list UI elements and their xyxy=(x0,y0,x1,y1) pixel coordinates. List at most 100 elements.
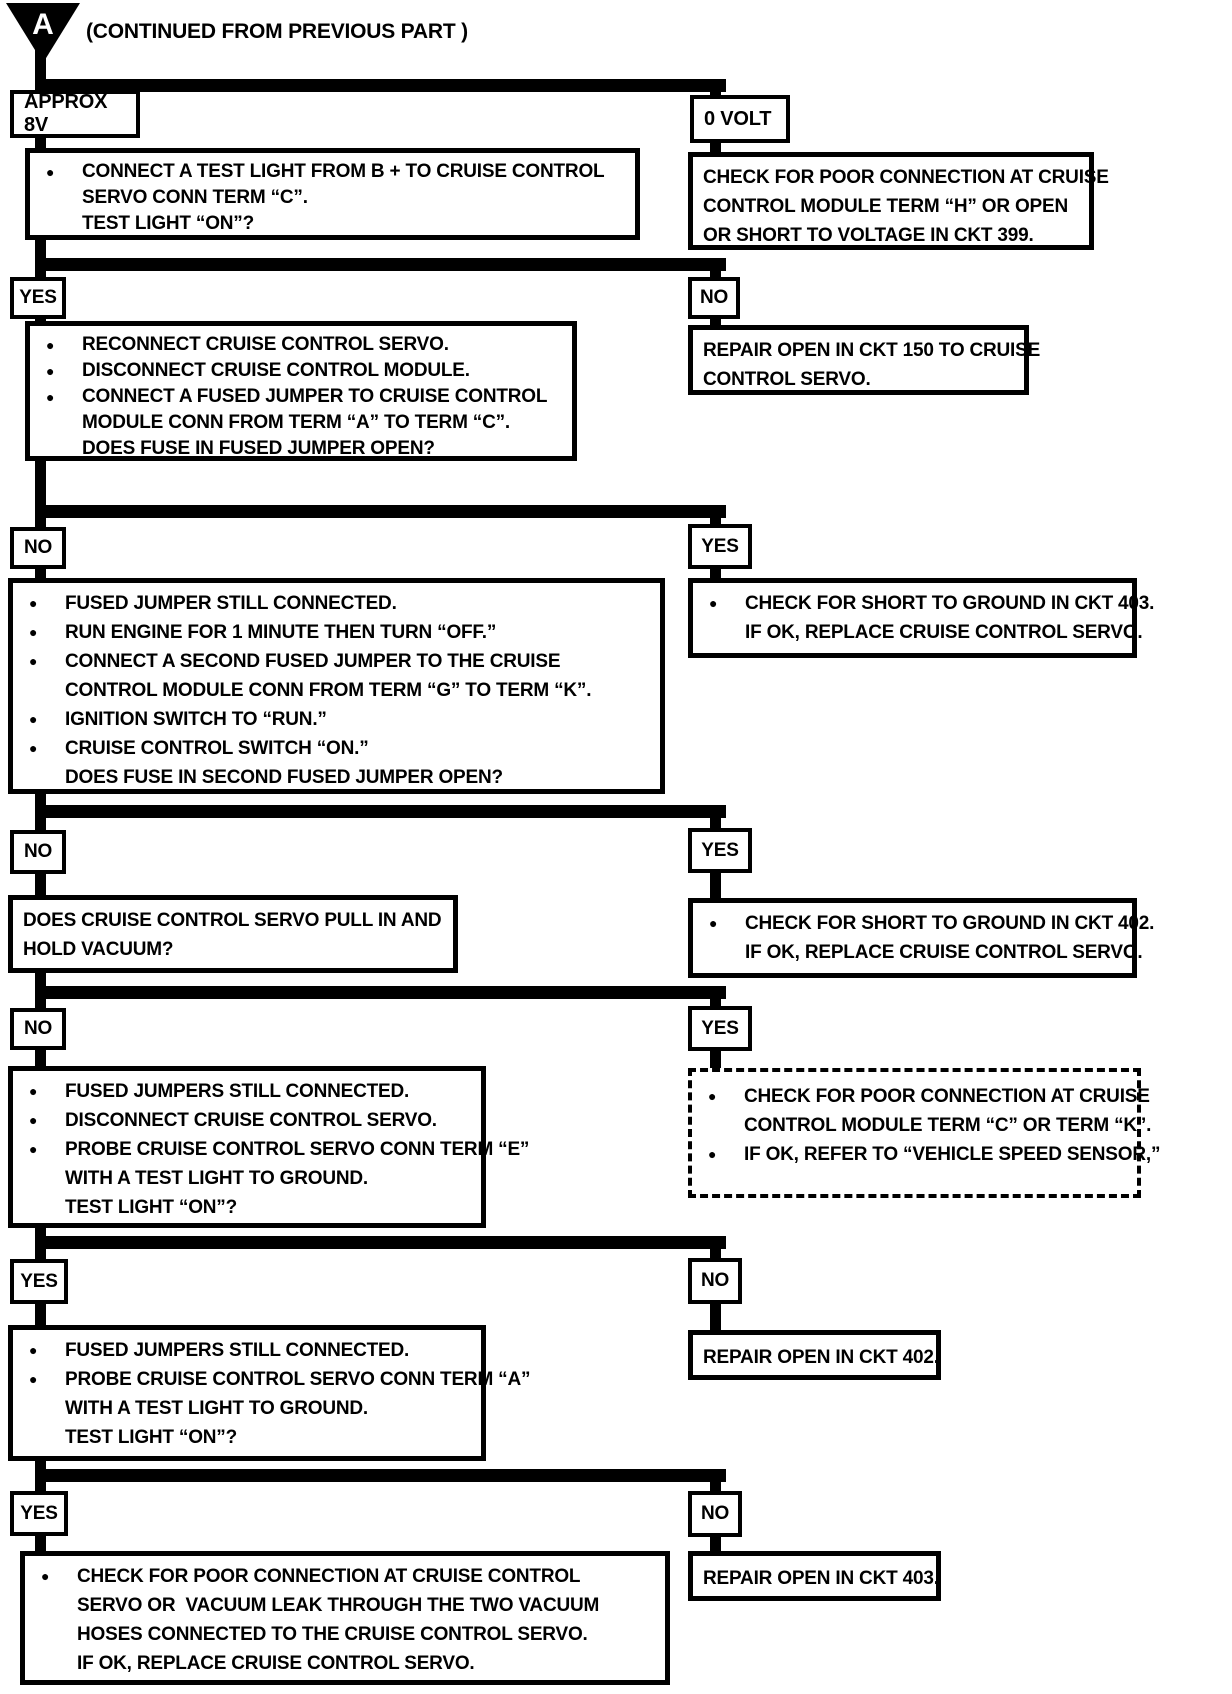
flow-line: HOSES CONNECTED TO THE CRUISE CONTROL SE… xyxy=(77,1624,588,1645)
continuation-marker-letter: A xyxy=(32,8,54,41)
connector-line xyxy=(35,48,46,80)
decision-box-yes: YES xyxy=(10,1491,68,1536)
flow-line: IGNITION SWITCH TO “RUN.” xyxy=(13,705,660,734)
flow-box-connect-test-light: CONNECT A TEST LIGHT FROM B + TO CRUISE … xyxy=(25,148,640,240)
decision-label: NO xyxy=(700,1270,730,1291)
decision-box-yes: YES xyxy=(10,1259,68,1304)
flow-line: FUSED JUMPER STILL CONNECTED. xyxy=(13,589,660,618)
flow-box-short-ckt403: CHECK FOR SHORT TO GROUND IN CKT 403. IF… xyxy=(688,578,1154,658)
connector-line xyxy=(35,1226,46,1238)
flow-line: REPAIR OPEN IN CKT 403. xyxy=(703,1568,939,1589)
decision-label: YES xyxy=(20,1270,58,1292)
flow-box-servo-vacuum-question: DOES CRUISE CONTROL SERVO PULL IN AND HO… xyxy=(8,895,458,973)
flow-box-repair-ckt403: REPAIR OPEN IN CKT 403. xyxy=(688,1551,941,1601)
flow-line: HOLD VACUUM? xyxy=(23,939,174,960)
connector-line xyxy=(35,792,46,807)
connector-bar xyxy=(35,505,726,518)
decision-label: NO xyxy=(699,287,729,308)
flow-box-poor-conn-vacuum: CHECK FOR POOR CONNECTION AT CRUISE CONT… xyxy=(20,1551,670,1685)
connector-bar xyxy=(35,1236,726,1249)
flow-line: SERVO OR VACUUM LEAK THROUGH THE TWO VAC… xyxy=(77,1595,600,1616)
flow-line: DOES FUSE IN SECOND FUSED JUMPER OPEN? xyxy=(65,767,503,788)
flow-line: CHECK FOR POOR CONNECTION AT CRUISE xyxy=(703,167,1109,188)
flow-line: CHECK FOR POOR CONNECTION AT CRUISE xyxy=(692,1082,1150,1111)
decision-box-yes: YES xyxy=(688,828,752,873)
connector-bar xyxy=(35,805,726,818)
flow-line: CONTROL SERVO. xyxy=(703,369,871,390)
flow-box-probe-term-a: FUSED JUMPERS STILL CONNECTED. PROBE CRU… xyxy=(8,1325,530,1461)
connector-bar xyxy=(35,986,726,999)
flow-box-short-ckt402: CHECK FOR SHORT TO GROUND IN CKT 402. IF… xyxy=(688,898,1154,978)
flow-box-repair-ckt402: REPAIR OPEN IN CKT 402. xyxy=(688,1330,941,1380)
decision-label: NO xyxy=(700,1503,730,1524)
decision-box-no: NO xyxy=(10,527,66,569)
result-box-0-volt: 0 VOLT xyxy=(690,95,790,143)
flow-line: PROBE CRUISE CONTROL SERVO CONN TERM “A” xyxy=(13,1365,530,1394)
flow-box-check-conn-module-h: CHECK FOR POOR CONNECTION AT CRUISE CONT… xyxy=(688,152,1109,250)
decision-label: YES xyxy=(701,839,739,861)
decision-label: YES xyxy=(20,1502,58,1524)
flow-line: DOES CRUISE CONTROL SERVO PULL IN AND xyxy=(23,910,442,931)
flow-line: TEST LIGHT “ON”? xyxy=(65,1427,238,1448)
flow-line: CRUISE CONTROL SWITCH “ON.” xyxy=(13,734,660,763)
flow-line: DISCONNECT CRUISE CONTROL MODULE. xyxy=(30,358,572,384)
decision-label: YES xyxy=(701,535,739,557)
flow-line: OR SHORT TO VOLTAGE IN CKT 399. xyxy=(703,225,1034,246)
flow-line: TEST LIGHT “ON”? xyxy=(65,1197,238,1218)
decision-box-no: NO xyxy=(10,1008,66,1050)
decision-label: YES xyxy=(701,1017,739,1039)
flow-box-second-jumper: FUSED JUMPER STILL CONNECTED. RUN ENGINE… xyxy=(8,578,665,794)
connector-line xyxy=(35,238,46,260)
connector-bar xyxy=(35,1469,726,1482)
flow-line: RUN ENGINE FOR 1 MINUTE THEN TURN “OFF.” xyxy=(13,618,660,647)
decision-box-no: NO xyxy=(688,277,740,319)
decision-box-no: NO xyxy=(688,1258,742,1304)
flow-line: IF OK, REPLACE CRUISE CONTROL SERVO. xyxy=(77,1653,475,1674)
result-box-approx-8v: APPROX 8V xyxy=(10,90,140,138)
decision-box-no: NO xyxy=(688,1491,742,1537)
flow-line: CHECK FOR SHORT TO GROUND IN CKT 402. xyxy=(693,909,1154,938)
flow-line: CONNECT A FUSED JUMPER TO CRUISE CONTROL xyxy=(30,384,572,410)
flow-box-repair-ckt150: REPAIR OPEN IN CKT 150 TO CRUISE CONTROL… xyxy=(688,325,1041,395)
decision-box-yes: YES xyxy=(688,524,752,569)
connector-bar xyxy=(35,79,726,92)
flow-line: IF OK, REFER TO “VEHICLE SPEED SENSOR,” xyxy=(692,1140,1160,1169)
flow-box-reconnect-servo: RECONNECT CRUISE CONTROL SERVO. DISCONNE… xyxy=(25,321,577,461)
flow-line: REPAIR OPEN IN CKT 150 TO CRUISE xyxy=(703,340,1041,361)
decision-label: NO xyxy=(23,1018,53,1039)
continued-note: (CONTINUED FROM PREVIOUS PART ) xyxy=(86,20,468,43)
flow-line: IF OK, REPLACE CRUISE CONTROL SERVO. xyxy=(745,942,1143,963)
flow-line: RECONNECT CRUISE CONTROL SERVO. xyxy=(30,332,572,358)
flow-box-probe-term-e: FUSED JUMPERS STILL CONNECTED. DISCONNEC… xyxy=(8,1066,529,1228)
flow-line: FUSED JUMPERS STILL CONNECTED. xyxy=(13,1336,481,1365)
flow-line: PROBE CRUISE CONTROL SERVO CONN TERM “E” xyxy=(13,1135,529,1164)
flow-line: CONTROL MODULE CONN FROM TERM “G” TO TER… xyxy=(65,680,592,701)
continuation-marker-icon: A xyxy=(6,3,80,63)
flow-line: WITH A TEST LIGHT TO GROUND. xyxy=(65,1398,368,1419)
flow-line: CONTROL MODULE TERM “C” OR TERM “K”. xyxy=(744,1115,1152,1136)
decision-box-yes: YES xyxy=(10,277,66,319)
connector-bar xyxy=(35,258,726,271)
flow-line: CHECK FOR SHORT TO GROUND IN CKT 403. xyxy=(693,589,1154,618)
flow-line: DISCONNECT CRUISE CONTROL SERVO. xyxy=(13,1106,481,1135)
decision-box-no: NO xyxy=(10,830,66,874)
decision-label: NO xyxy=(23,537,53,558)
flow-line: CHECK FOR POOR CONNECTION AT CRUISE CONT… xyxy=(25,1562,665,1591)
connector-line xyxy=(35,459,46,507)
flow-line: IF OK, REPLACE CRUISE CONTROL SERVO. xyxy=(745,622,1143,643)
flow-box-poor-conn-c-k: CHECK FOR POOR CONNECTION AT CRUISE CONT… xyxy=(688,1068,1160,1198)
flow-line: FUSED JUMPERS STILL CONNECTED. xyxy=(13,1077,481,1106)
connector-line xyxy=(35,971,46,988)
flow-line: REPAIR OPEN IN CKT 402. xyxy=(703,1347,939,1368)
connector-line xyxy=(35,1459,46,1471)
flow-line: CONNECT A TEST LIGHT FROM B + TO CRUISE … xyxy=(30,159,635,185)
flow-line: CONTROL MODULE TERM “H” OR OPEN xyxy=(703,196,1069,217)
decision-label: YES xyxy=(19,287,57,308)
flow-line: MODULE CONN FROM TERM “A” TO TERM “C”. xyxy=(82,412,510,433)
flow-line: SERVO CONN TERM “C”. xyxy=(82,187,308,208)
flow-line: DOES FUSE IN FUSED JUMPER OPEN? xyxy=(82,438,435,459)
result-label: APPROX 8V xyxy=(24,91,108,136)
result-label: 0 VOLT xyxy=(704,107,772,130)
flow-line: CONNECT A SECOND FUSED JUMPER TO THE CRU… xyxy=(13,647,660,676)
